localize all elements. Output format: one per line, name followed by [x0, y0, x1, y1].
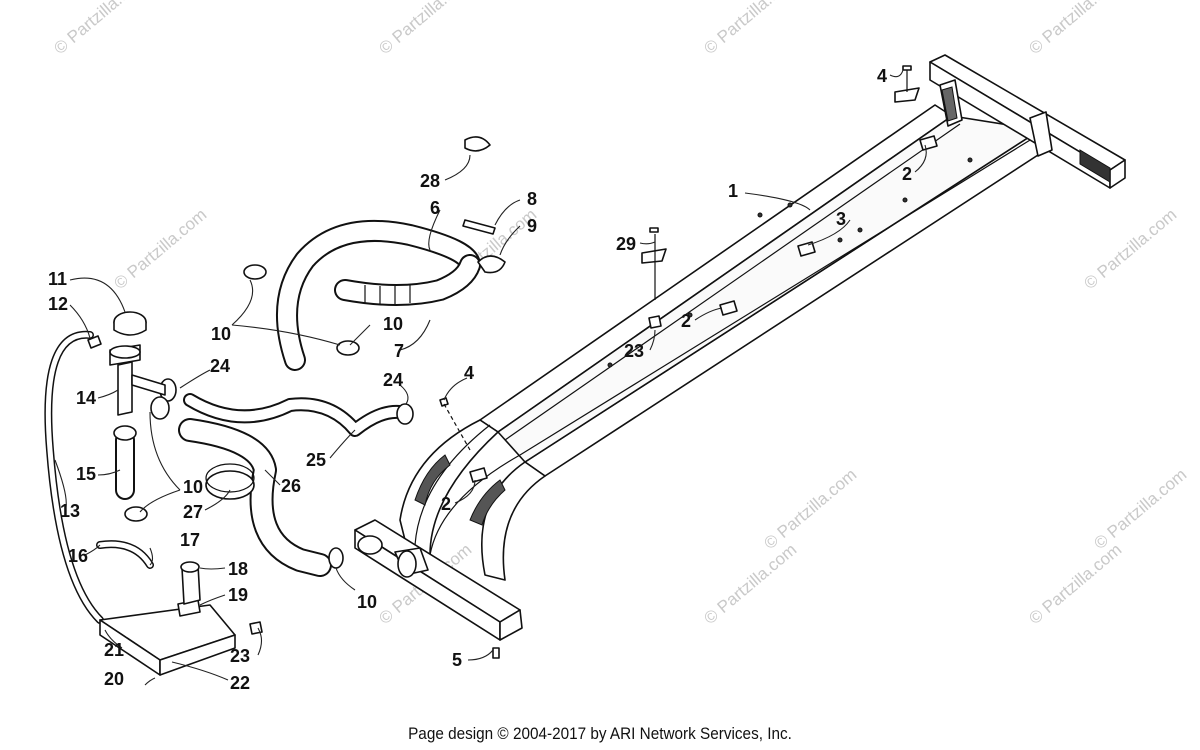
callout-3: 3 — [836, 209, 846, 229]
callout-2: 2 — [902, 164, 912, 184]
watermark-text: © Partzilla.com — [375, 0, 475, 58]
copyright-footer: Page design © 2004-2017 by ARI Network S… — [408, 724, 792, 743]
callout-4: 4 — [877, 66, 887, 86]
callout-25: 25 — [306, 450, 326, 470]
callout-1: 1 — [728, 181, 738, 201]
callout-20: 20 — [104, 669, 124, 689]
watermark-layer: © Partzilla.com© Partzilla.com© Partzill… — [50, 0, 1190, 628]
callout-22: 22 — [230, 673, 250, 693]
callout-27: 27 — [183, 502, 203, 522]
callout-21: 21 — [104, 640, 124, 660]
callout-5: 5 — [452, 650, 462, 670]
callout-15: 15 — [76, 464, 96, 484]
callout-8: 8 — [527, 189, 537, 209]
callout-24b: 24 — [383, 370, 403, 390]
hose-clamps — [113, 136, 506, 569]
callout-9: 9 — [527, 216, 537, 236]
callout-18: 18 — [228, 559, 248, 579]
callout-12: 12 — [48, 294, 68, 314]
watermark-text: © Partzilla.com — [50, 0, 150, 58]
watermark-text: © Partzilla.com — [760, 465, 860, 553]
coolant-hoses — [44, 219, 481, 624]
watermark-text: © Partzilla.com — [110, 205, 210, 293]
watermark-text: © Partzilla.com — [1080, 205, 1180, 293]
callout-11: 11 — [48, 269, 67, 289]
callout-29: 29 — [616, 234, 636, 254]
callout-14: 14 — [76, 388, 96, 408]
bracket-parts — [469, 135, 938, 483]
frame-rail-assembly — [354, 54, 1126, 641]
callout-2b: 2 — [681, 311, 691, 331]
callout-26: 26 — [281, 476, 301, 496]
callout-6: 6 — [430, 198, 440, 218]
callout-10: 10 — [211, 324, 231, 344]
callout-10b: 10 — [383, 314, 403, 334]
callout-19: 19 — [228, 585, 248, 605]
callout-labels: 1 2 2 2 3 4 4 5 6 7 8 9 10 10 10 10 11 1… — [48, 66, 912, 693]
watermark-text: © Partzilla.com — [1025, 540, 1125, 628]
callout-7: 7 — [394, 341, 404, 361]
callout-13: 13 — [60, 501, 80, 521]
callout-24: 24 — [210, 356, 230, 376]
callout-10c: 10 — [183, 477, 203, 497]
callout-16: 16 — [68, 546, 88, 566]
callout-23: 23 — [230, 646, 250, 666]
watermark-text: © Partzilla.com — [700, 0, 800, 58]
callout-10d: 10 — [357, 592, 377, 612]
watermark-text: © Partzilla.com — [1090, 465, 1190, 553]
fasteners — [249, 65, 920, 659]
callout-4b: 4 — [464, 363, 474, 383]
callout-23b: 23 — [624, 341, 644, 361]
callout-2c: 2 — [441, 494, 451, 514]
watermark-text: © Partzilla.com — [700, 540, 800, 628]
coolant-reservoir-assembly — [87, 311, 236, 676]
watermark-text: © Partzilla.com — [1025, 0, 1125, 58]
callout-17: 17 — [180, 530, 200, 550]
callout-28: 28 — [420, 171, 440, 191]
rail-holes — [607, 157, 973, 368]
leader-lines — [54, 69, 927, 686]
